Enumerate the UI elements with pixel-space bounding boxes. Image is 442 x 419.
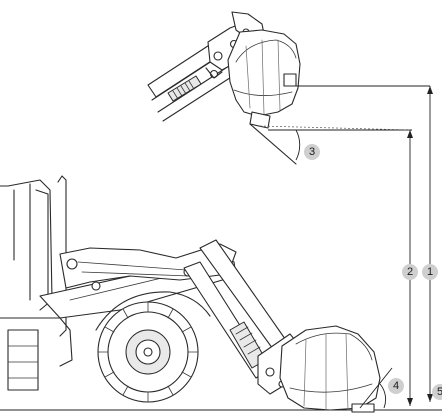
callout-4-label: 4 xyxy=(393,380,399,392)
callout-3-label: 3 xyxy=(309,146,315,158)
raised-loader-arm xyxy=(147,11,301,165)
callout-5-label: 5 xyxy=(437,386,442,398)
callout-1: 1 xyxy=(422,264,438,280)
callout-5: 5 xyxy=(432,384,442,400)
callout-4: 4 xyxy=(388,378,404,394)
callout-2-label: 2 xyxy=(407,266,413,278)
callout-3: 3 xyxy=(304,144,320,160)
callout-2: 2 xyxy=(402,264,418,280)
front-loader-illustration xyxy=(183,239,393,413)
callout-1-label: 1 xyxy=(427,266,433,278)
